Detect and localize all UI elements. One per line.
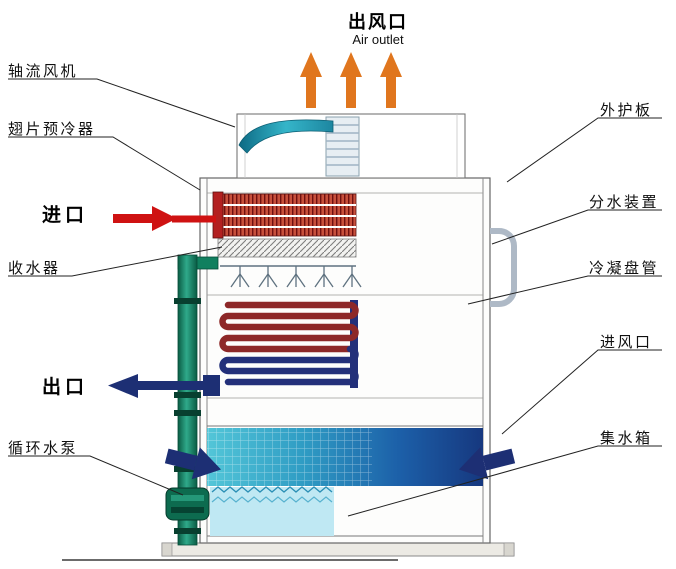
circulation-pump	[165, 487, 210, 521]
air-inlet-arrow-left	[164, 447, 222, 480]
water-basin	[207, 428, 483, 486]
label-circulating-pump: 循环水泵	[8, 440, 79, 457]
label-condensing-coil: 冷凝盘管	[589, 260, 660, 277]
label-outer-panel: 外护板	[600, 102, 653, 119]
label-inlet: 进口	[42, 205, 89, 226]
label-water-tank: 集水箱	[600, 430, 653, 447]
leader-lines	[8, 78, 662, 517]
circulation-pipe	[174, 254, 219, 546]
label-drift-eliminator: 收水器	[8, 260, 61, 277]
air-outlet-title-en: Air outlet	[352, 32, 404, 47]
condenser-coil	[219, 300, 359, 388]
label-air-inlet: 进风口	[600, 334, 653, 351]
foundation-base	[161, 542, 515, 557]
drift-eliminator	[217, 238, 357, 258]
basin-water	[210, 486, 334, 536]
water-inlet-arrow	[113, 206, 216, 231]
overflow-handle	[490, 228, 517, 307]
label-axial-fan: 轴流风机	[8, 63, 79, 80]
spray-distributor	[220, 265, 362, 288]
fan-motor	[325, 116, 360, 177]
label-outlet: 出口	[42, 377, 89, 398]
label-water-distributor: 分水装置	[589, 194, 660, 211]
air-inlet-arrow-right	[458, 447, 516, 480]
air-outlet-arrows	[300, 52, 402, 108]
water-outlet-arrow	[108, 374, 220, 398]
label-fin-precooler: 翅片预冷器	[8, 121, 96, 138]
fan-blade	[238, 119, 334, 154]
air-outlet-title-zh: 出风口	[348, 12, 408, 32]
fin-precooler	[212, 191, 357, 239]
